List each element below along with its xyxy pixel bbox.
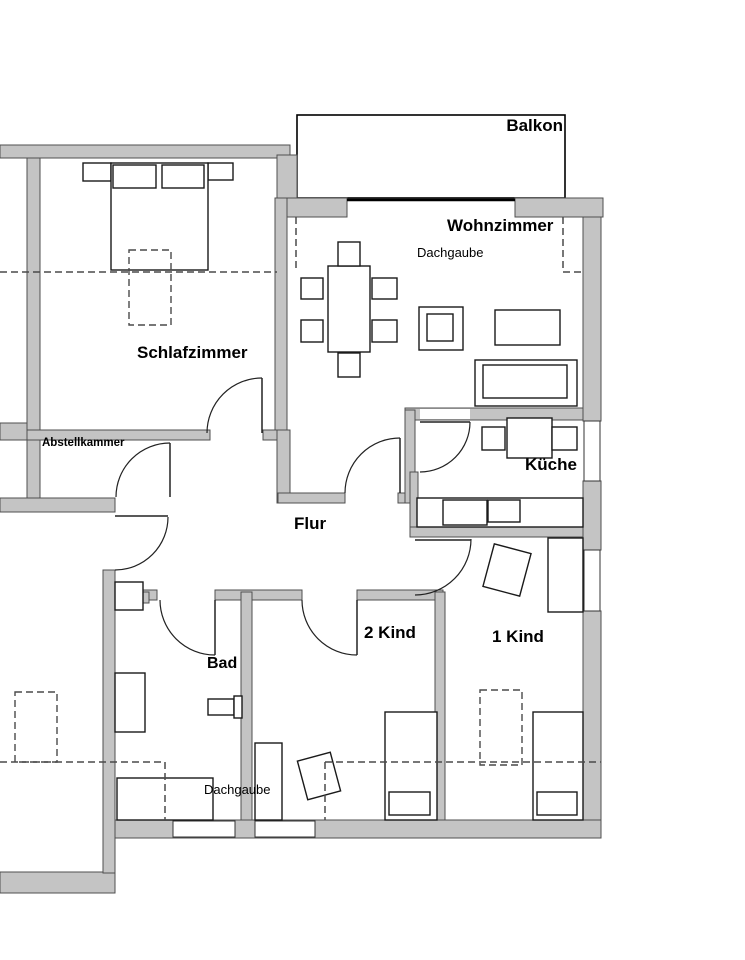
furniture-kitchen-chair — [551, 426, 578, 451]
wall-segment — [276, 429, 291, 504]
furniture-pillow-right — [161, 164, 205, 189]
wall-segment — [582, 480, 602, 551]
label-balkon: Balkon — [506, 116, 563, 135]
furniture-pillow-left — [112, 164, 157, 189]
wall-segment — [277, 492, 346, 504]
furniture-desk-chair — [296, 751, 342, 801]
furniture-nightstand-right — [207, 162, 234, 181]
furniture-bathtub — [114, 672, 146, 733]
furniture-dining-table — [327, 265, 371, 353]
label-wohnzimmer: Wohnzimmer — [447, 216, 554, 235]
door-schlafzimmer-swing-arc — [206, 377, 263, 434]
wall-segment — [409, 526, 584, 538]
furniture-dining-chair — [371, 319, 398, 343]
window — [583, 420, 601, 482]
wall-segment — [0, 422, 28, 441]
label-schlafzimmer: Schlafzimmer — [137, 343, 248, 362]
wall-opening — [420, 409, 470, 419]
furniture-pillow — [536, 791, 578, 816]
door-kueche-swing-arc — [419, 421, 471, 473]
balcony-outline — [296, 114, 566, 199]
wall-segment — [0, 871, 116, 894]
wall-segment — [262, 429, 279, 441]
furniture-dining-chair — [337, 352, 361, 378]
furniture-pillow — [388, 791, 431, 816]
furniture-kitchen-sink — [442, 499, 488, 526]
label-bad: Bad — [207, 655, 237, 672]
furniture-kitchen-stove — [487, 499, 521, 523]
wall-segment — [102, 569, 116, 874]
door-abstellkammer-swing-arc — [115, 442, 171, 498]
wall-segment — [142, 591, 150, 604]
skylight-dashed — [128, 249, 172, 326]
label-kind2: 2 Kind — [364, 623, 416, 642]
door-entrance-swing-arc — [114, 516, 169, 571]
label-kueche: Küche — [525, 455, 577, 474]
wall-segment — [582, 610, 602, 821]
label-kind1: 1 Kind — [492, 627, 544, 646]
furniture-dining-chair — [371, 277, 398, 300]
wall-segment — [26, 157, 41, 499]
window — [254, 820, 316, 838]
furniture-dining-chair — [300, 277, 324, 300]
furniture-kitchen-chair — [481, 426, 506, 451]
furniture-dining-chair — [300, 319, 324, 343]
label-flur: Flur — [294, 514, 326, 533]
furniture-desk-chair — [482, 542, 532, 598]
furniture-armchair-seat — [426, 313, 454, 342]
door-kind1-swing-arc — [414, 538, 472, 596]
furniture-coffee-table — [494, 309, 561, 346]
door-kind2-swing-arc — [301, 599, 358, 656]
wall-segment — [434, 591, 446, 821]
furniture-toilet-bowl — [207, 698, 235, 716]
window — [583, 549, 601, 612]
wall-segment — [582, 216, 602, 422]
furniture-desk — [547, 537, 584, 613]
furniture-washbasin — [114, 581, 144, 611]
label-dachgaube-unten: Dachgaube — [204, 782, 271, 797]
door-bad-swing-arc — [159, 599, 216, 656]
furniture-nightstand-left — [82, 162, 112, 182]
wall-segment — [26, 429, 211, 441]
wall-segment — [274, 197, 288, 431]
window — [172, 820, 236, 838]
label-abstellkammer: Abstellkammer — [42, 437, 125, 449]
wall-segment — [0, 144, 291, 159]
wall-segment — [214, 589, 303, 601]
wall-segment — [0, 497, 116, 513]
wall-segment — [356, 589, 444, 601]
label-dachgaube-oben: Dachgaube — [417, 245, 484, 260]
door-wohnzimmer-swing-arc — [344, 437, 401, 494]
furniture-desk — [254, 742, 283, 821]
wall-segment — [514, 197, 604, 218]
furniture-sofa-seat — [482, 364, 568, 399]
furniture-dining-chair — [337, 241, 361, 267]
skylight-dashed — [479, 689, 523, 766]
furniture-kitchen-table — [506, 417, 553, 459]
furniture-toilet-tank — [233, 695, 243, 719]
